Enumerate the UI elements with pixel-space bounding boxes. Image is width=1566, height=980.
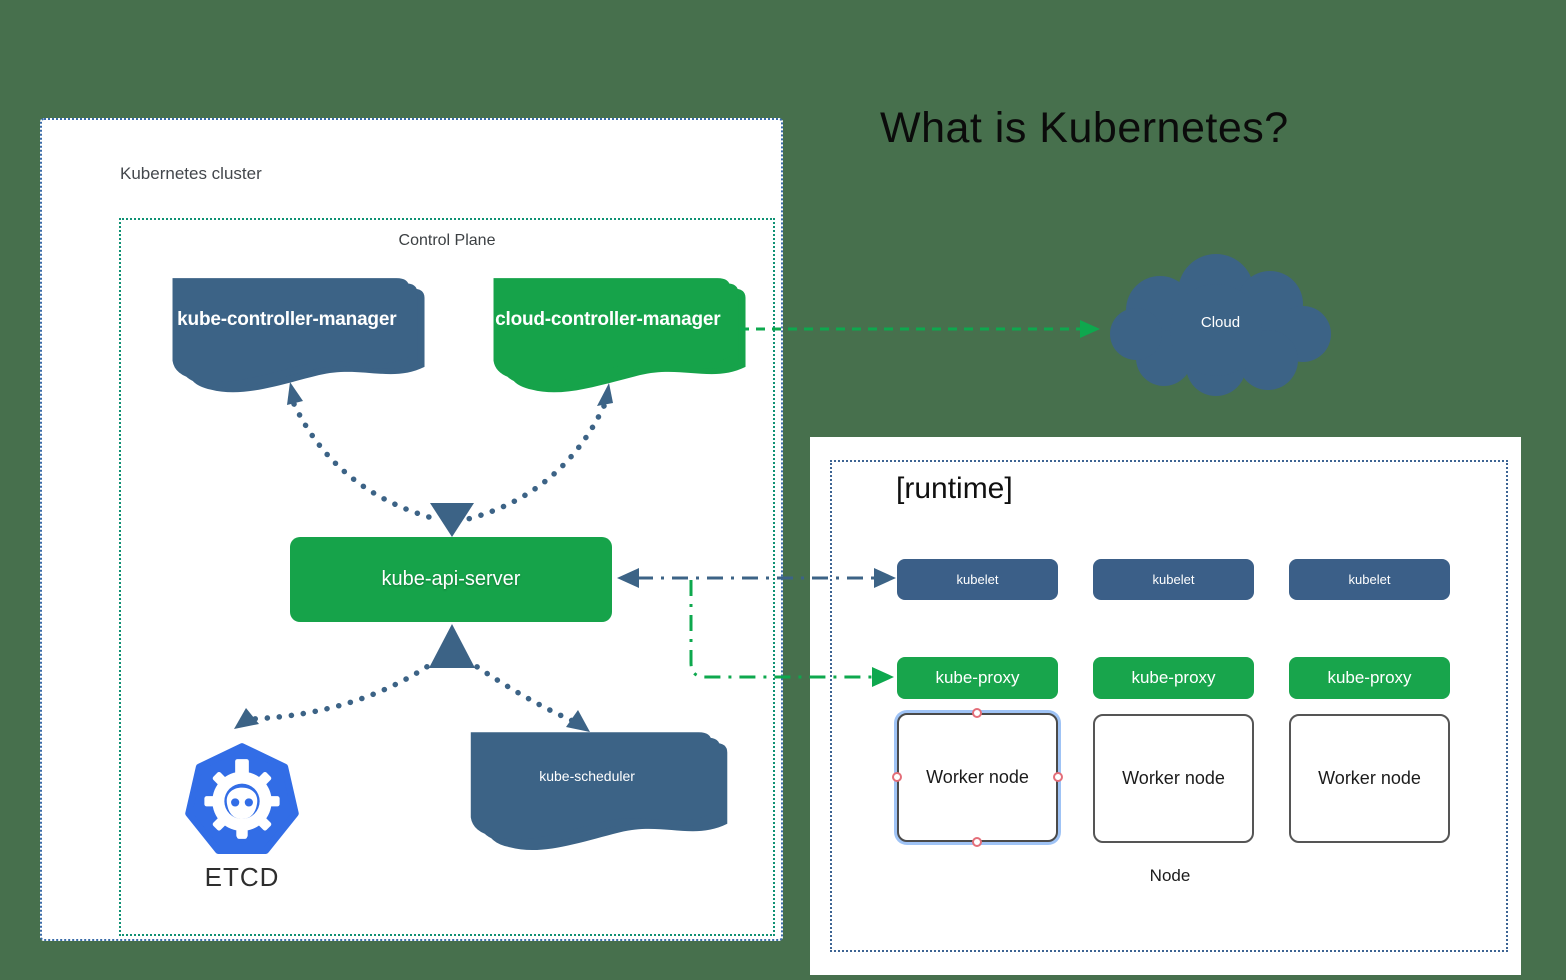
cloud-label: Cloud [1200,314,1241,331]
kubelet-label: kubelet [956,572,999,587]
kube-controller-manager-label: kube-controller-manager [177,309,397,331]
kube-scheduler-label: kube-scheduler [539,767,635,784]
kube-api-server-node[interactable]: kube-api-server [290,537,612,622]
kubelet-label: kubelet [1152,572,1195,587]
kube-proxy-node-3[interactable]: kube-proxy [1289,657,1450,699]
cloud-icon [1110,254,1331,396]
page-title: What is Kubernetes? [880,104,1289,152]
runtime-label: [runtime] [896,472,1013,505]
arrowhead-cloud [1080,320,1100,338]
kubelet-label: kubelet [1348,572,1391,587]
flag-shape-icon [172,278,425,393]
selection-handle-top[interactable] [972,708,982,718]
node-label: Node [1149,866,1191,885]
kube-controller-manager-node[interactable]: kube-controller-manager [158,274,438,402]
kube-proxy-label: kube-proxy [1131,668,1216,687]
cloud-controller-manager-label: cloud-controller-manager [495,309,721,331]
kubelet-node-1[interactable]: kubelet [897,559,1058,600]
worker-node-3[interactable]: Worker node [1289,714,1450,843]
node-panel[interactable] [810,437,1521,975]
node-panel-border [830,460,1508,952]
worker-node-2[interactable]: Worker node [1093,714,1254,843]
kubelet-node-2[interactable]: kubelet [1093,559,1254,600]
worker-node-label: Worker node [1122,768,1225,788]
kube-api-server-label: kube-api-server [381,568,521,590]
kube-proxy-label: kube-proxy [1327,668,1412,687]
control-plane-label: Control Plane [398,232,496,249]
cloud-node[interactable]: Cloud [1098,252,1343,402]
worker-node-label: Worker node [1318,768,1421,788]
selection-handle-left[interactable] [892,772,902,782]
etcd-kubernetes-icon[interactable] [185,742,299,856]
selection-handle-right[interactable] [1053,772,1063,782]
cloud-controller-manager-node[interactable]: cloud-controller-manager [479,274,759,402]
kubernetes-cluster-label: Kubernetes cluster [120,164,262,183]
kube-proxy-node-2[interactable]: kube-proxy [1093,657,1254,699]
worker-node-label: Worker node [926,767,1029,787]
selection-handle-bottom[interactable] [972,837,982,847]
flag-shape-icon [470,732,728,851]
worker-node-1[interactable]: Worker node [897,713,1058,842]
etcd-label: ETCD [204,862,280,892]
kubelet-node-3[interactable]: kubelet [1289,559,1450,600]
kube-proxy-node-1[interactable]: kube-proxy [897,657,1058,699]
kube-proxy-label: kube-proxy [935,668,1020,687]
kube-scheduler-node[interactable]: kube-scheduler [456,728,741,860]
flag-shape-icon [493,278,746,393]
